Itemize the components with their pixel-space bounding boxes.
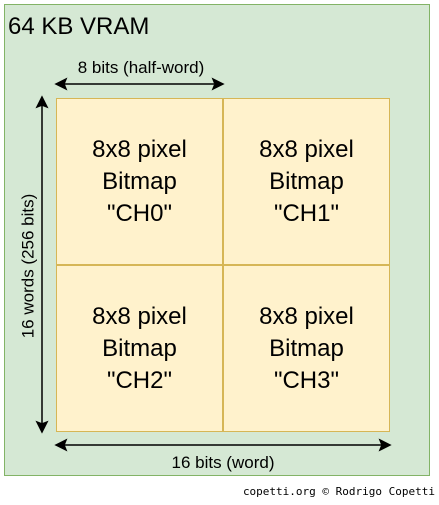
cell-ch0-line1: 8x8 pixel — [92, 135, 187, 163]
word-width-label: 16 bits (word) — [171, 453, 275, 472]
left-arrowhead-bottom — [35, 420, 49, 434]
cell-ch3-line3: "CH3" — [273, 366, 340, 394]
half-word-width-label: 8 bits (half-word) — [77, 58, 205, 77]
cell-ch1-line3: "CH1" — [273, 199, 340, 227]
top-arrowhead-left — [54, 77, 68, 91]
bitmap-cell-ch0: 8x8 pixel Bitmap "CH0" — [56, 98, 223, 265]
cell-ch3-line1: 8x8 pixel — [259, 302, 354, 330]
cell-ch1-line1: 8x8 pixel — [259, 135, 354, 163]
left-arrowhead-top — [35, 95, 49, 109]
cell-ch0-line2: Bitmap — [102, 167, 177, 195]
bitmap-cell-ch3: 8x8 pixel Bitmap "CH3" — [223, 265, 390, 432]
cell-ch2-line1: 8x8 pixel — [92, 302, 187, 330]
cell-ch0-line3: "CH0" — [106, 199, 173, 227]
bitmap-cell-ch1: 8x8 pixel Bitmap "CH1" — [223, 98, 390, 265]
cell-ch2-line2: Bitmap — [102, 334, 177, 362]
cell-ch2-line3: "CH2" — [106, 366, 173, 394]
bottom-arrowhead-right — [378, 438, 392, 452]
cell-ch3-line2: Bitmap — [269, 334, 344, 362]
credit-text: copetti.org © Rodrigo Copetti — [242, 485, 435, 498]
cell-ch1-line2: Bitmap — [269, 167, 344, 195]
vram-title: 64 KB VRAM — [8, 13, 150, 40]
words-height-label: 16 words (256 bits) — [18, 193, 38, 339]
bottom-arrowhead-left — [54, 438, 68, 452]
bitmap-cell-ch2: 8x8 pixel Bitmap "CH2" — [56, 265, 223, 432]
top-arrowhead-right — [211, 77, 225, 91]
